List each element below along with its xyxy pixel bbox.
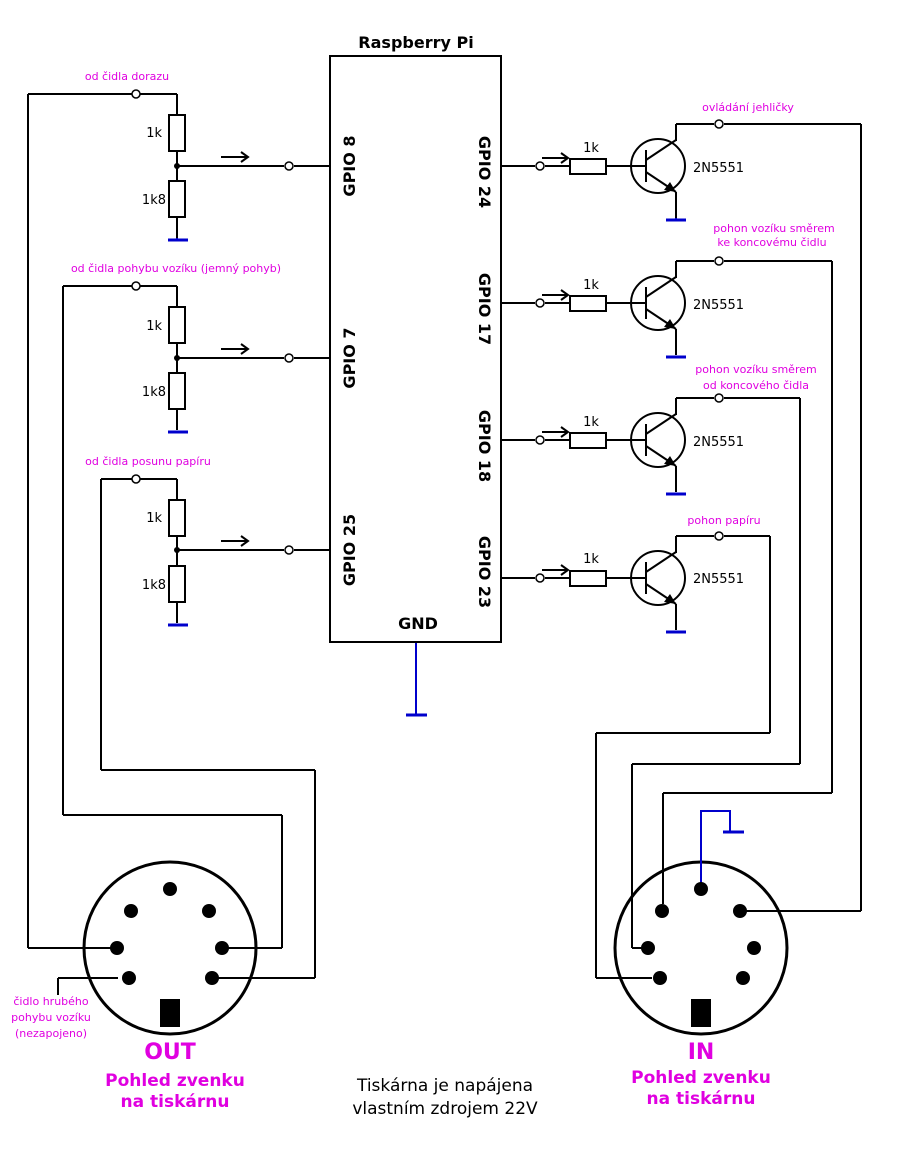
drive-label: pohon papíru: [687, 514, 760, 527]
unconnected-note: pohybu vozíku: [11, 1011, 91, 1024]
divider-3: [100, 478, 330, 979]
gpio-label: GPIO 24: [475, 136, 494, 208]
resistor-1k8-2: [168, 372, 186, 410]
raspberry-pi-board: [329, 55, 502, 643]
resistor-label: 1k8: [142, 385, 166, 400]
resistor-label: 1k8: [142, 193, 166, 208]
unconnected-note: čidlo hrubého: [13, 995, 89, 1008]
arrow-icon: [542, 152, 570, 576]
drive-label: pohon vozíku směrem: [713, 222, 834, 235]
power-note: Tiskárna je napájena: [356, 1076, 533, 1096]
gpio-label: GPIO 25: [340, 514, 359, 586]
din-connector-out: [82, 860, 258, 1036]
driver-3: [501, 397, 801, 949]
resistor-label: 1k: [146, 319, 162, 334]
transistor-emitter-arrow: [664, 182, 676, 604]
resistor-label: 1k: [146, 126, 162, 141]
board-title: Raspberry Pi: [358, 33, 473, 52]
sensor-label: od čidla pohybu vozíku (jemný pohyb): [71, 262, 281, 275]
connector-view-note: Pohled zvenku: [105, 1071, 245, 1091]
resistor-label: 1k: [583, 278, 599, 293]
terminal: [131, 89, 724, 583]
connector-view-note: Pohled zvenku: [631, 1068, 771, 1088]
resistor-label: 1k: [583, 141, 599, 156]
resistor-1k-2: [168, 306, 186, 344]
resistor-1k-out-3: [569, 432, 607, 449]
din-pin: [110, 882, 761, 1027]
connector-label-out: OUT: [144, 1040, 196, 1065]
unconnected-note: (nezapojeno): [15, 1027, 87, 1040]
connector-label-in: IN: [688, 1040, 715, 1065]
resistor-label: 1k8: [142, 578, 166, 593]
resistor-label: 1k: [583, 552, 599, 567]
drive-label: ovládání jehličky: [702, 101, 794, 114]
resistor-1k-3: [168, 499, 186, 537]
resistor-label: 1k: [583, 415, 599, 430]
gpio-label: GPIO 18: [475, 410, 494, 482]
connector-view-note: na tiskárnu: [121, 1092, 230, 1112]
ground-icon: [168, 218, 744, 884]
drive-label: od koncového čidla: [703, 379, 809, 392]
resistor-label: 1k: [146, 511, 162, 526]
gnd-label: GND: [398, 614, 438, 633]
gpio-label: GPIO 17: [475, 273, 494, 345]
transistor-label: 2N5551: [693, 572, 744, 587]
resistor-1k8-3: [168, 565, 186, 603]
transistor-label: 2N5551: [693, 161, 744, 176]
transistor-label: 2N5551: [693, 435, 744, 450]
resistor-1k8-1: [168, 180, 186, 218]
resistor-1k-1: [168, 114, 186, 152]
sensor-label: od čidla posunu papíru: [85, 455, 211, 468]
transistor-label: 2N5551: [693, 298, 744, 313]
divider-2: [62, 285, 330, 949]
drive-label: ke koncovému čidlu: [717, 236, 826, 249]
arrow-icon: [221, 151, 250, 547]
connector-view-note: na tiskárnu: [647, 1089, 756, 1109]
gpio-label: GPIO 7: [340, 327, 359, 388]
gpio-label: GPIO 8: [340, 135, 359, 196]
gpio-label: GPIO 23: [475, 536, 494, 608]
drive-label: pohon vozíku směrem: [695, 363, 816, 376]
driver-2: [501, 260, 833, 904]
resistor-1k-out-2: [569, 295, 607, 312]
junction-dot: [174, 163, 180, 553]
driver-1: [501, 123, 862, 912]
sensor-label: od čidla dorazu: [85, 70, 169, 83]
resistor-1k-out-4: [569, 570, 607, 587]
driver-4: [501, 535, 771, 979]
power-note: vlastním zdrojem 22V: [352, 1099, 538, 1119]
resistor-1k-out-1: [569, 158, 607, 175]
divider-1: [27, 93, 330, 949]
